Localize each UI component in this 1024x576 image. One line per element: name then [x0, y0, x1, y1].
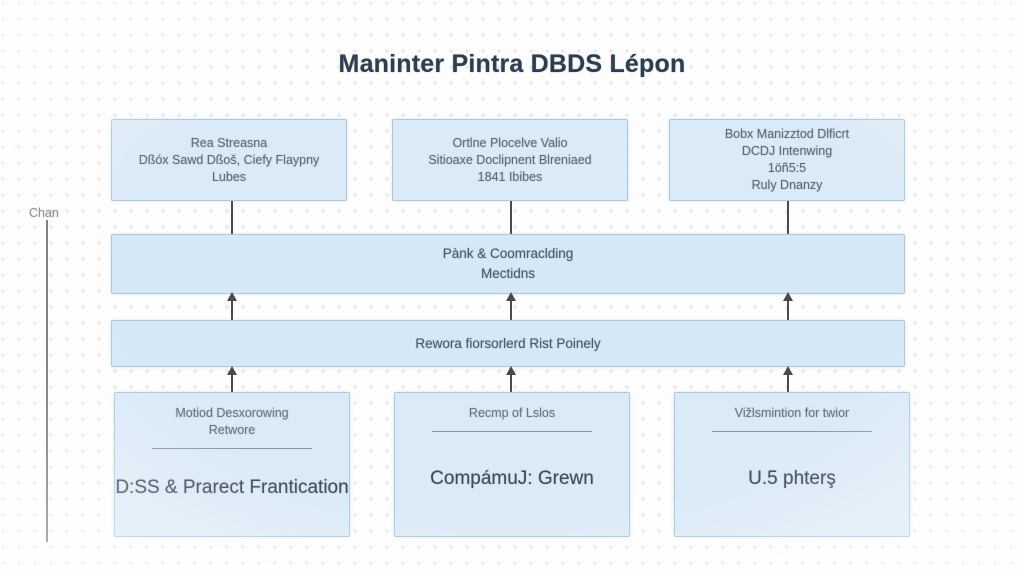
top-node-3[interactable]: Bobx Manizztod Dlficrt DCDJ Intenwing 1ö…	[669, 119, 905, 201]
bottom-node-1-main-text: D:SS & Prarect Frantication	[115, 476, 349, 498]
connector-lower-bar-to-upper-bar-1	[231, 299, 233, 320]
connector-bottom-3-to-lower-bar	[787, 374, 789, 392]
arrow-up-icon-bottom-2	[506, 366, 516, 375]
arrow-up-icon-lower-to-upper-2	[506, 292, 516, 301]
bottom-node-3-main-text: U.5 phterş	[748, 468, 836, 489]
vertical-axis-line	[46, 220, 48, 542]
arrow-up-icon-bottom-3	[783, 366, 793, 375]
connector-lower-bar-to-upper-bar-2	[510, 299, 512, 320]
arrow-up-icon-bottom-1	[227, 366, 237, 375]
bottom-node-2-main-text: CompámuJ: Grewn	[430, 468, 594, 489]
bottom-node-3-sub-1: Vižlsmintion for twior	[734, 406, 850, 420]
top-node-2-line-2: Sitioaxe Doclipnent Blreniaed	[428, 152, 592, 167]
bottom-node-2-main: CompámuJ: Grewn	[430, 466, 594, 492]
connector-bottom-2-to-lower-bar	[510, 374, 512, 392]
bar-lower[interactable]: Rewora fiorsorlerd Rist Poinely	[111, 320, 905, 367]
bottom-node-1-divider	[151, 448, 313, 449]
top-node-3-line-3: 1öñ5:5	[767, 161, 807, 175]
bottom-node-1-main: D:SS & Prarect Frantication	[115, 475, 348, 501]
top-node-2[interactable]: Ortlne Plocelve Valio Sitioaxe Doclipnen…	[392, 119, 628, 201]
bottom-node-3[interactable]: Vižlsmintion for twior U.5 phterş	[674, 392, 910, 537]
page-title: Maninter Pintra DBDS Lépon	[338, 50, 686, 78]
arrow-up-icon-lower-to-upper-1	[227, 292, 237, 301]
bottom-node-1-sub-1: Motiod Desxorowing	[175, 406, 289, 420]
top-node-3-line-1: Bobx Manizztod Dlficrt	[724, 127, 850, 141]
bottom-node-1-sub-2: Retwore	[208, 423, 256, 437]
bottom-node-2[interactable]: Recmp of Lslos CompámuJ: Grewn	[394, 392, 630, 537]
bar-lower-line-1: Rewora fiorsorlerd Rist Poinely	[415, 335, 601, 351]
bar-upper-line-2: Mectidns	[480, 266, 536, 281]
bar-upper[interactable]: Pànk & Coomraclding Mectidns	[111, 234, 905, 294]
bottom-node-1[interactable]: Motiod Desxorowing Retwore D:SS & Prarec…	[114, 392, 350, 537]
arrow-up-icon-lower-to-upper-3	[783, 292, 793, 301]
top-node-3-line-2: DCDJ Intenwing	[741, 144, 833, 158]
connector-bottom-1-to-lower-bar	[231, 374, 233, 392]
top-node-2-line-1: Ortlne Plocelve Valio	[452, 135, 568, 150]
axis-label-chan: Chan	[29, 206, 59, 220]
bottom-node-3-divider	[711, 431, 873, 432]
bottom-node-2-divider	[431, 431, 593, 432]
connector-top-2-to-upper-bar	[510, 201, 512, 234]
connector-top-1-to-upper-bar	[231, 201, 233, 234]
top-node-3-line-4: Ruly Dnanzy	[751, 178, 823, 192]
top-node-1[interactable]: Rea Streasna Dßóx Sawd Dßoš, Ciefy Flayp…	[111, 119, 347, 201]
top-node-1-line-2: Dßóx Sawd Dßoš, Ciefy Flaypny	[138, 152, 320, 167]
connector-top-3-to-upper-bar	[787, 201, 789, 234]
bottom-node-3-main: U.5 phterş	[748, 466, 836, 492]
top-node-1-line-1: Rea Streasna	[190, 135, 268, 150]
top-node-2-line-3: 1841 Ibibes	[477, 169, 543, 184]
top-node-1-line-3: Lubes	[211, 169, 247, 184]
connector-lower-bar-to-upper-bar-3	[787, 299, 789, 320]
bar-upper-line-1: Pànk & Coomraclding	[442, 246, 574, 261]
bottom-node-2-sub-1: Recmp of Lslos	[468, 406, 556, 420]
